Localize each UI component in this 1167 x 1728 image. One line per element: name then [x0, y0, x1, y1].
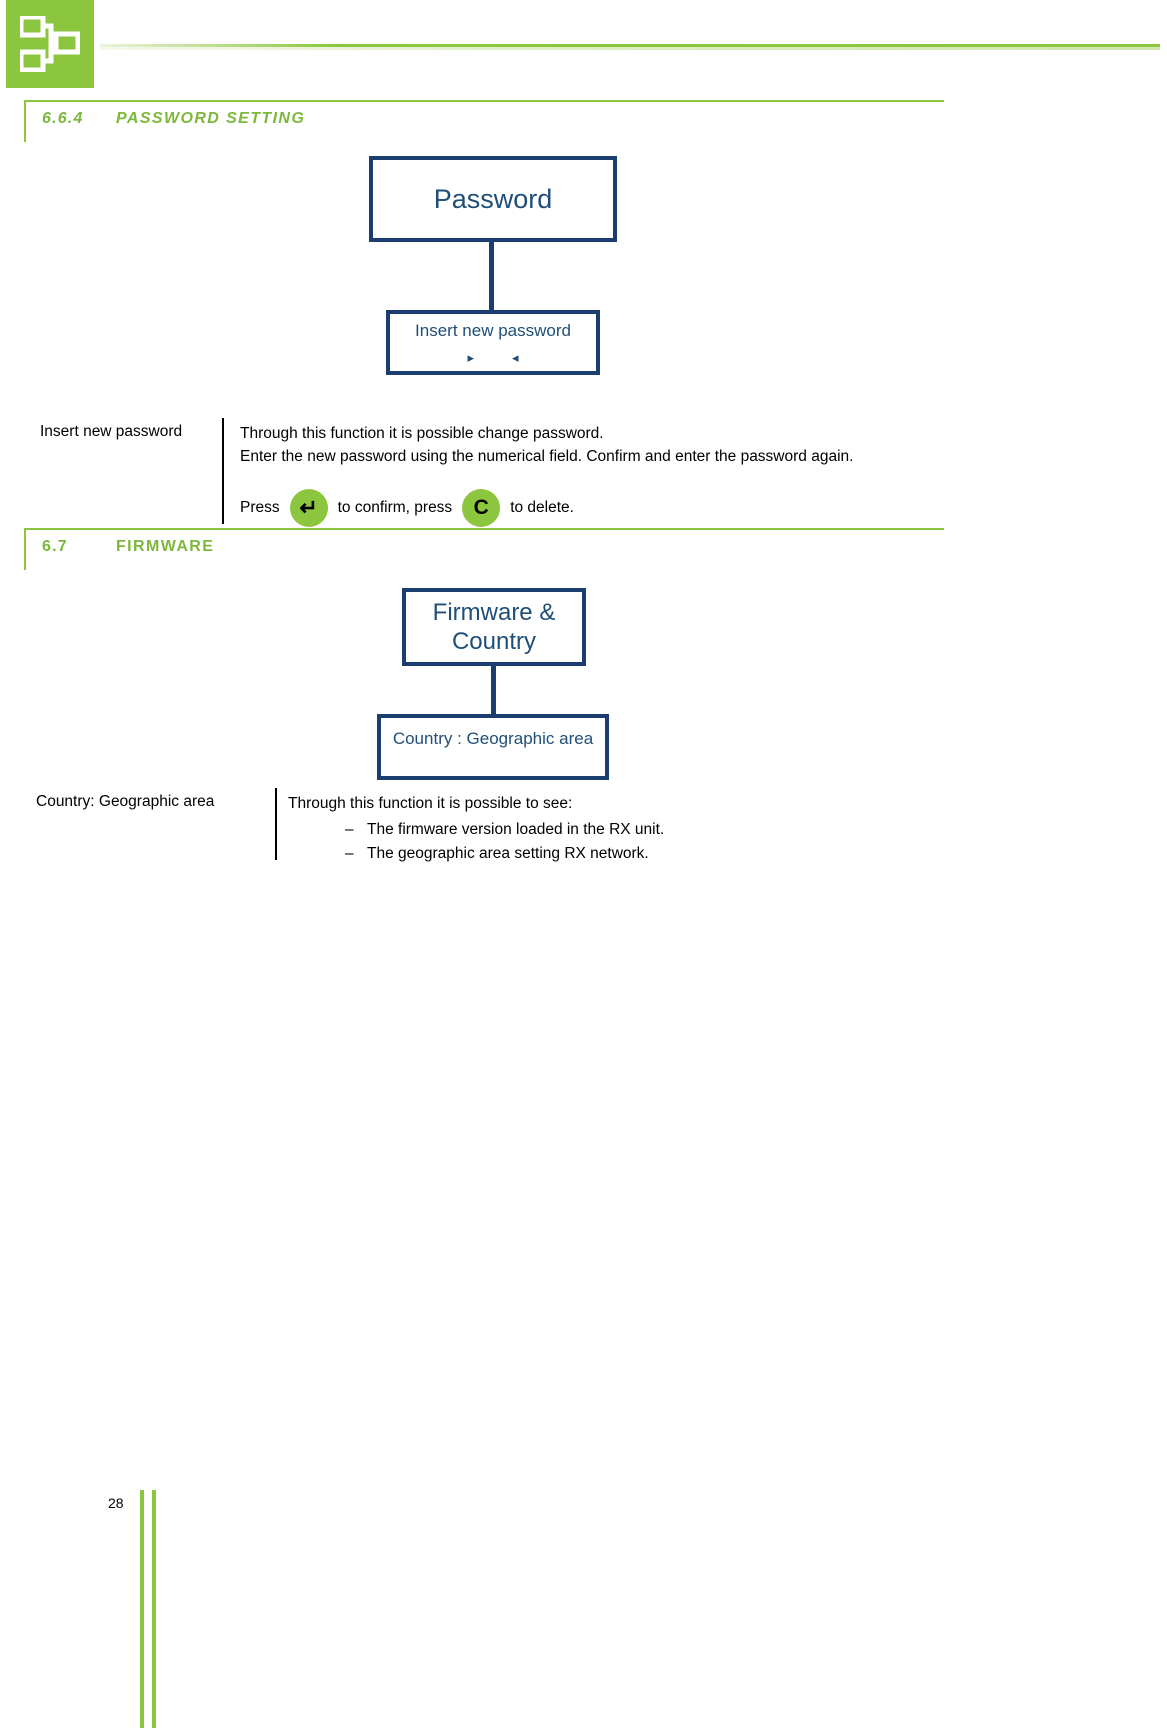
- section-number: 6.6.4: [42, 110, 84, 127]
- press-prefix-label: Press: [240, 499, 280, 516]
- flow-box-country-geographic-area: Country : Geographic area: [377, 714, 609, 780]
- desc-divider: [275, 788, 277, 860]
- flow-box-arrows: ▸ ◂: [390, 351, 596, 364]
- section-rule: [24, 100, 944, 102]
- section-rule: [24, 528, 944, 530]
- list-item: – The geographic area setting RX network…: [345, 842, 664, 866]
- enter-key-icon[interactable]: ↵: [289, 489, 328, 527]
- footer-bar-left: [140, 1490, 144, 1728]
- brand-logo: [6, 0, 94, 88]
- list-item-label: The firmware version loaded in the RX un…: [367, 821, 665, 838]
- page-number: 28: [108, 1495, 124, 1511]
- header-rule-secondary: [100, 47, 1160, 50]
- flow-box-line-1: Firmware &: [432, 598, 556, 626]
- flow-connector-vertical: [491, 666, 496, 714]
- flow-box-insert-new-password: Insert new password ▸ ◂: [386, 310, 600, 375]
- flow-connector-vertical: [489, 242, 494, 310]
- section-number: 6.7: [42, 538, 68, 555]
- desc-label-insert-new-password: Insert new password: [40, 423, 183, 440]
- arrow-right-icon: ▸: [467, 350, 474, 365]
- flow-box-password-root: Password: [369, 156, 617, 242]
- desc-body-firmware: Through this function it is possible to …: [288, 793, 1118, 816]
- section-heading-firmware: 6.7 FIRMWARE: [24, 528, 1144, 570]
- desc-divider: [222, 418, 224, 524]
- firmware-bullet-list: – The firmware version loaded in the RX …: [345, 818, 664, 866]
- arrow-left-icon: ◂: [512, 350, 519, 365]
- header-rule: [100, 44, 1160, 47]
- section-heading-password: 6.6.4 PASSWORD SETTING: [24, 100, 1144, 142]
- footer-bar-right: [152, 1490, 156, 1728]
- network-tree-icon: [20, 16, 80, 72]
- bullet-dash-icon: –: [345, 821, 354, 838]
- desc-intro-line: Through this function it is possible to …: [288, 795, 573, 812]
- section-title: FIRMWARE: [116, 538, 215, 555]
- clear-key-icon[interactable]: C: [462, 489, 501, 527]
- desc-line-1: Through this function it is possible cha…: [240, 425, 604, 442]
- bullet-dash-icon: –: [345, 845, 354, 863]
- section-title: PASSWORD SETTING: [116, 110, 306, 127]
- flow-box-label: Insert new password: [415, 321, 571, 340]
- press-middle-label: to confirm, press: [337, 499, 453, 516]
- press-instruction-row: Press ↵ to confirm, press C to delete.: [240, 489, 574, 527]
- desc-body-password: Through this function it is possible cha…: [240, 423, 1120, 469]
- page-header: [0, 0, 1167, 92]
- press-suffix-label: to delete.: [510, 499, 574, 516]
- list-item-label: The geographic area setting RX network.: [367, 845, 649, 863]
- flow-box-firmware-root: Firmware & Country: [402, 588, 586, 666]
- list-item: – The firmware version loaded in the RX …: [345, 818, 664, 842]
- section-bar: [24, 100, 26, 142]
- section-bar: [24, 528, 26, 570]
- flow-box-label: Country : Geographic area: [392, 729, 594, 748]
- flow-box-line-2: Country: [451, 628, 537, 655]
- desc-label-country-geographic-area: Country: Geographic area: [36, 793, 215, 810]
- desc-line-2: Enter the new password using the numeric…: [240, 447, 854, 465]
